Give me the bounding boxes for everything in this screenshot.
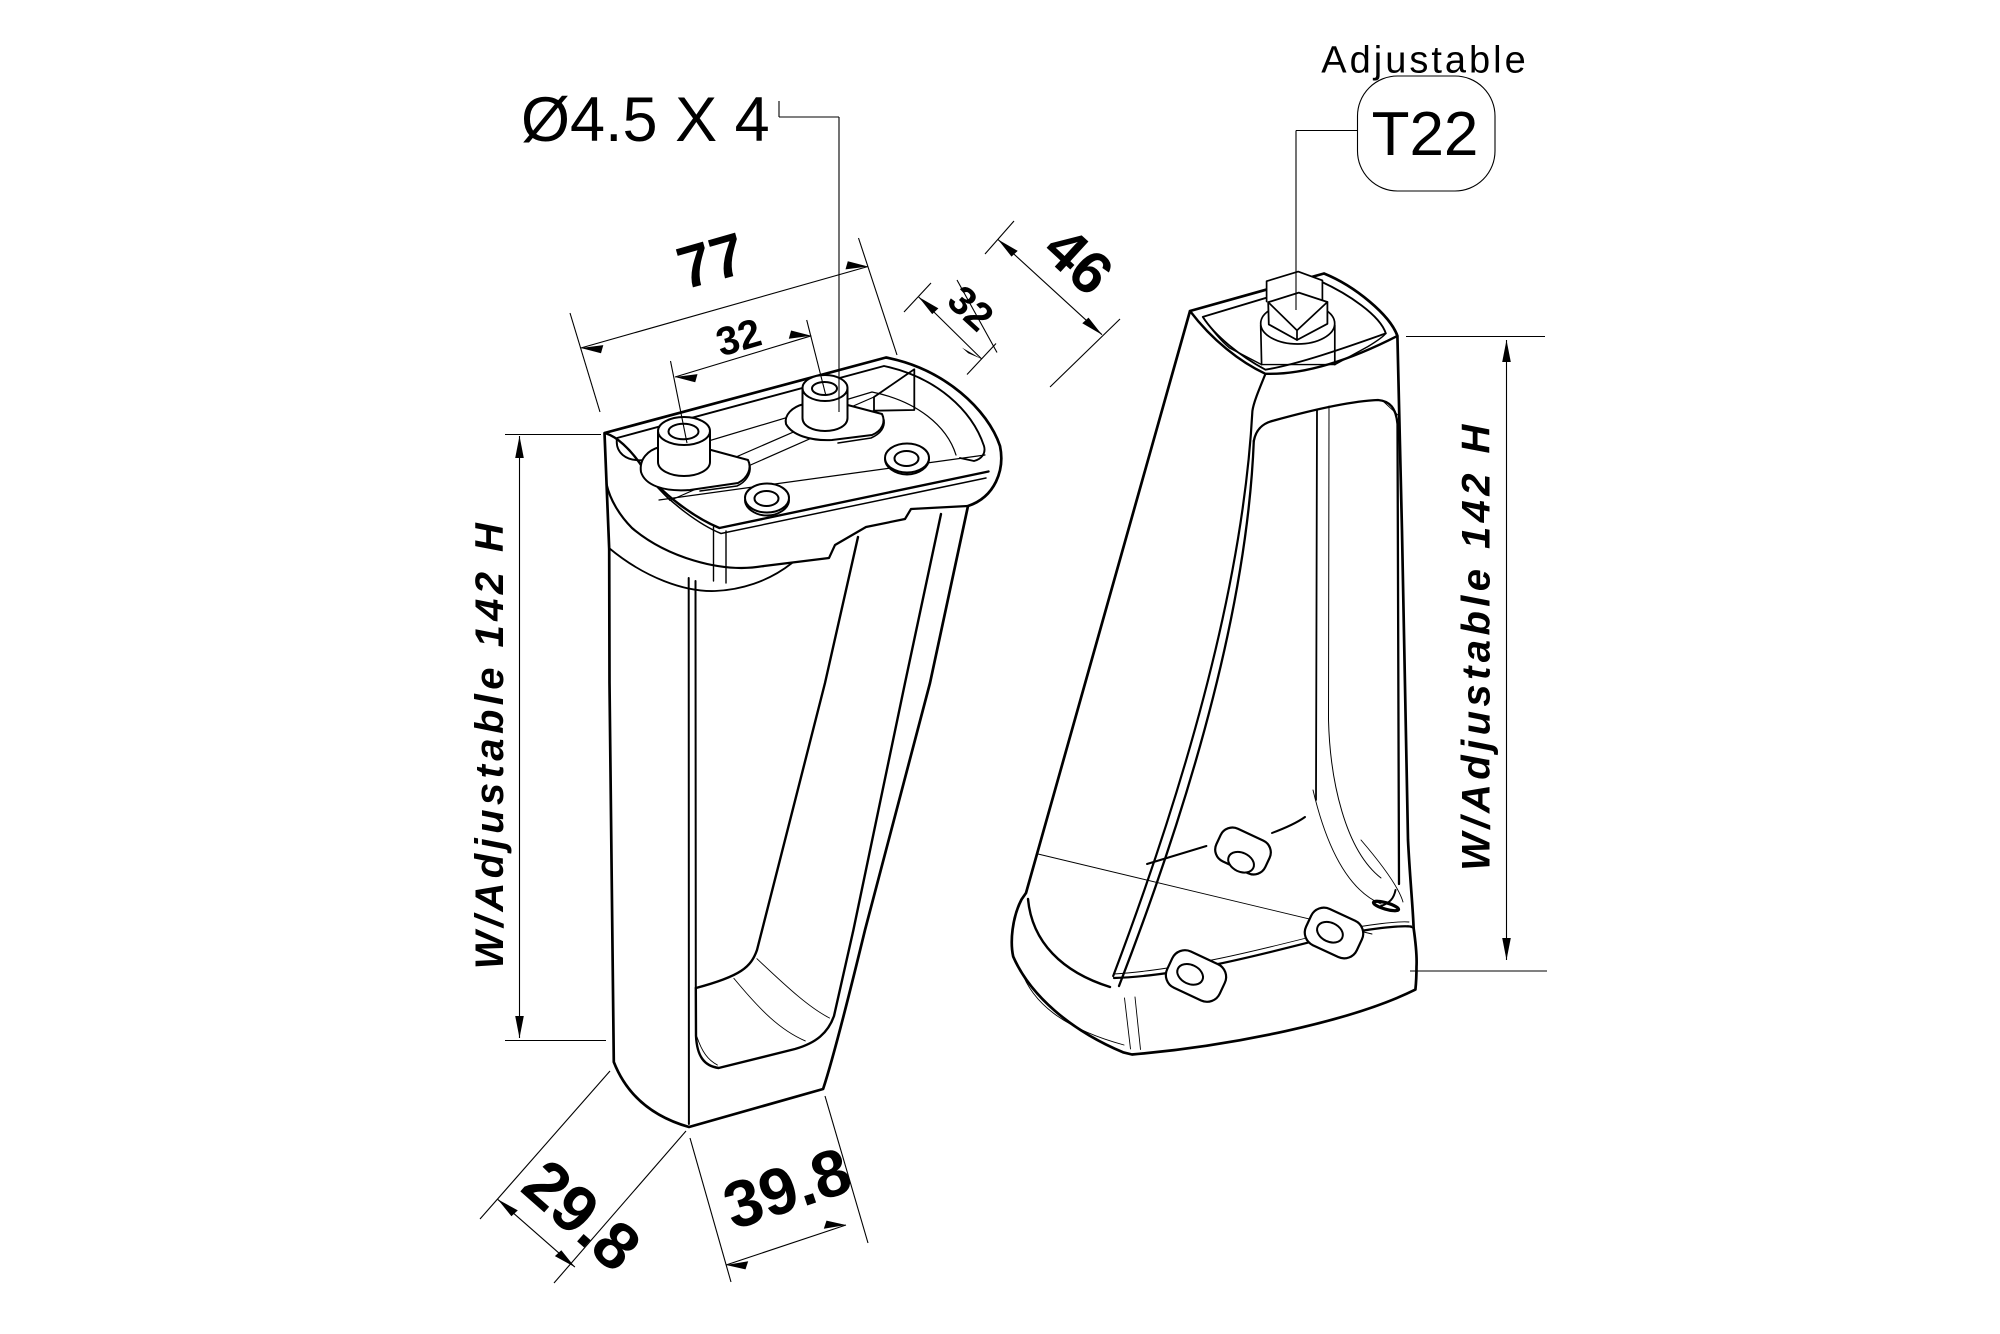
- svg-text:Ø4.5 X 4: Ø4.5 X 4: [521, 85, 770, 155]
- svg-text:Adjustable: Adjustable: [1321, 40, 1528, 82]
- svg-text:W/Adjustable 142 H: W/Adjustable 142 H: [1455, 420, 1499, 870]
- svg-text:T22: T22: [1372, 100, 1479, 169]
- svg-text:W/Adjustable 142 H: W/Adjustable 142 H: [468, 519, 512, 969]
